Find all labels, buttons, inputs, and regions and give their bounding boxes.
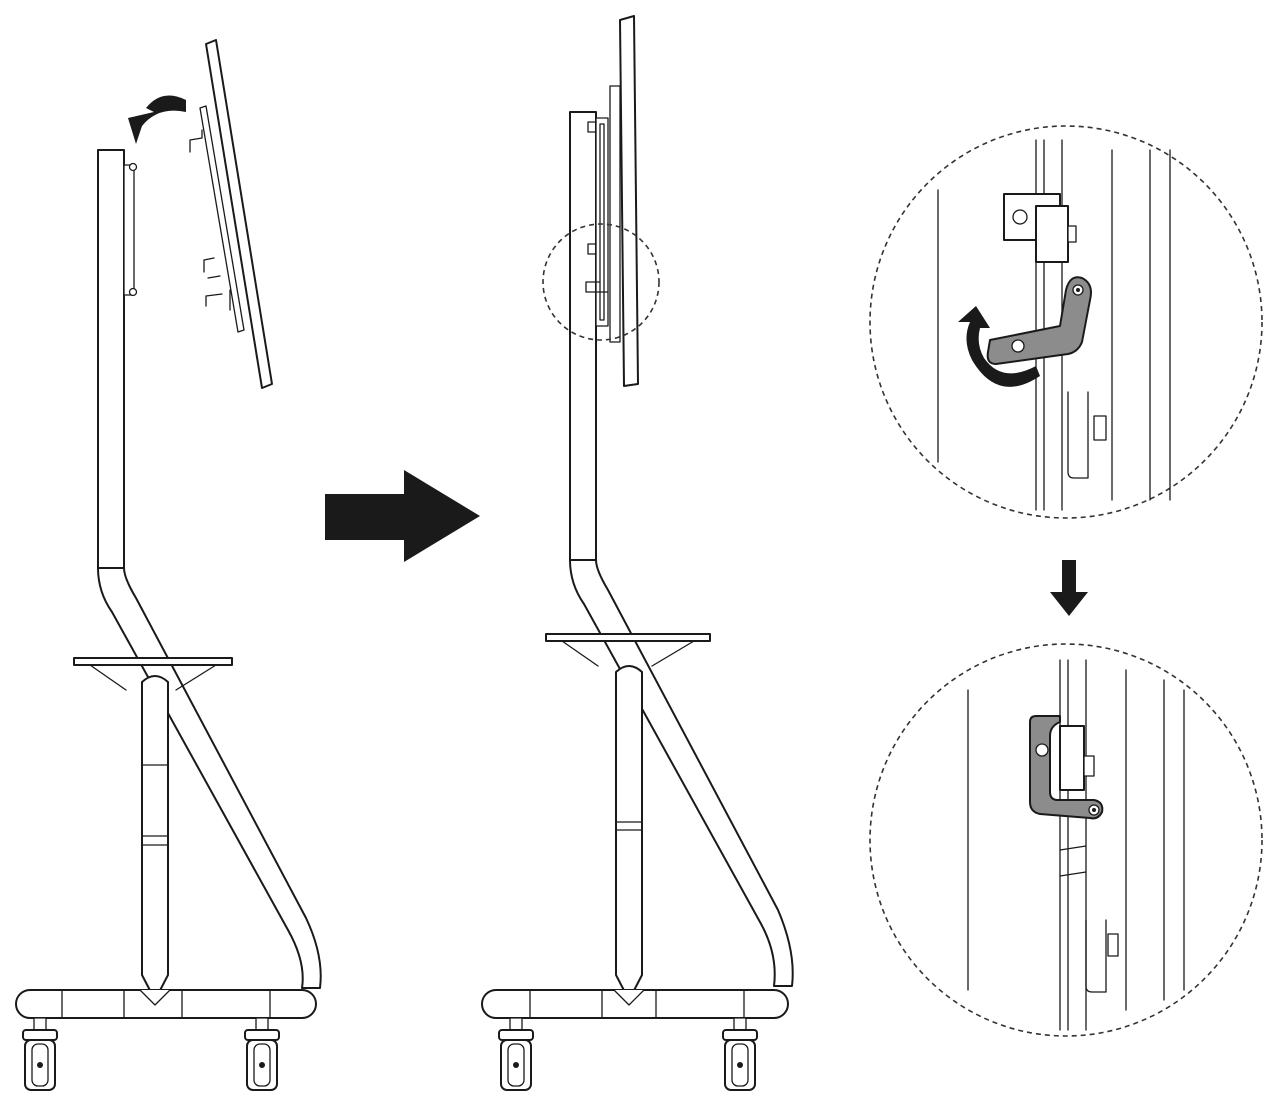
detail-latch-closed — [869, 643, 1263, 1037]
zoom-circle-small — [542, 223, 660, 341]
display-panel-mounted — [609, 15, 639, 387]
right-step-arrow — [325, 470, 480, 562]
curved-rotate-arrow — [958, 306, 1040, 387]
curved-hang-arrow — [128, 95, 186, 144]
display-panel-tilted — [189, 39, 273, 389]
stand-before-mount — [15, 39, 322, 1091]
down-step-arrow — [1050, 560, 1088, 616]
stand-after-mount — [481, 15, 794, 1091]
latch-locked — [1029, 715, 1104, 820]
detail-latch-open — [869, 125, 1263, 519]
